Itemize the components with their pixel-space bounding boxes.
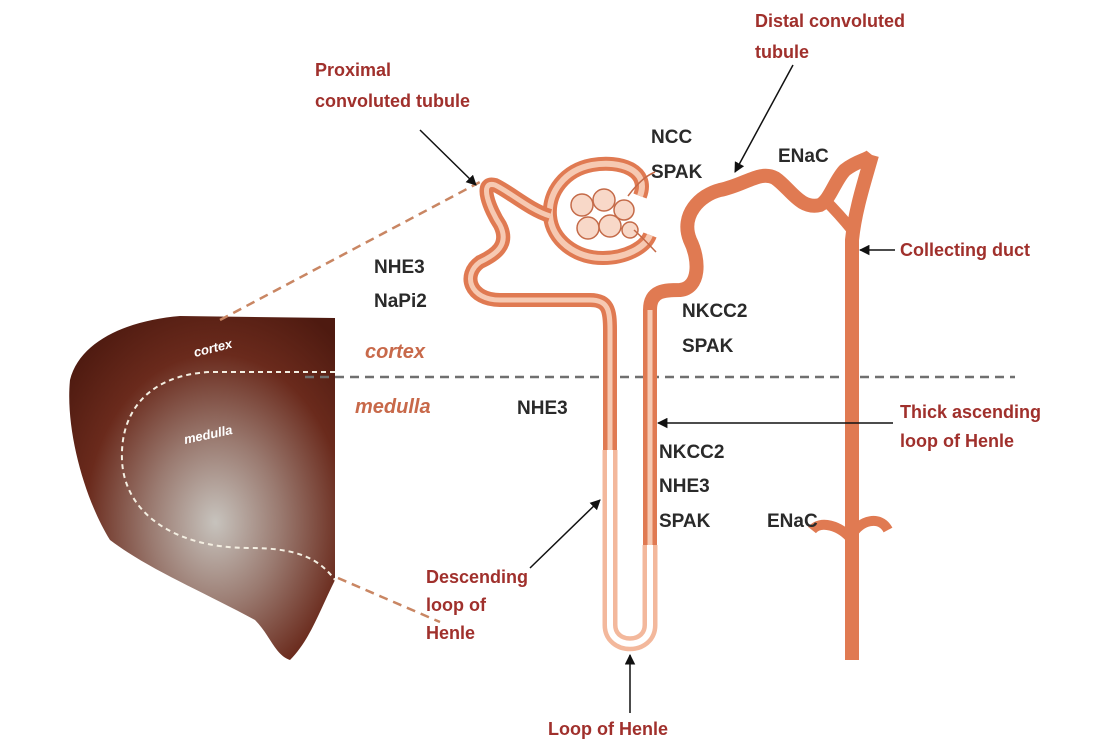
transporters-distal: NCC SPAK (651, 127, 703, 183)
region-cortex-label: cortex (365, 341, 426, 363)
arrow-descending (530, 500, 600, 568)
label-distal-convoluted-tubule: Distal convoluted tubule (755, 11, 910, 62)
transporter-enac-cortex: ENaC (778, 146, 829, 167)
label-loop-of-henle: Loop of Henle (548, 719, 668, 739)
arrow-proximal (420, 130, 476, 185)
label-descending-loop: Descending loop of Henle (426, 567, 533, 643)
label-collecting-duct: Collecting duct (900, 240, 1030, 260)
label-thick-ascending-loop: Thick ascending loop of Henle (900, 402, 1046, 451)
zoom-line-top (220, 182, 480, 320)
zoom-line-bottom (338, 578, 440, 622)
label-proximal-convoluted-tubule: Proximal convoluted tubule (315, 60, 470, 111)
transporters-tal-cortex: NKCC2 SPAK (682, 301, 753, 357)
transporters-tal-medulla: NKCC2 NHE3 SPAK (659, 442, 730, 532)
kidney-slice-image: cortex medulla (69, 316, 335, 660)
transporters-proximal: NHE3 NaPi2 (374, 257, 430, 312)
collecting-duct (852, 155, 872, 660)
transporter-enac-medulla: ENaC (767, 511, 818, 532)
region-medulla-label: medulla (355, 396, 431, 418)
transporter-nhe3-medulla: NHE3 (517, 398, 568, 419)
